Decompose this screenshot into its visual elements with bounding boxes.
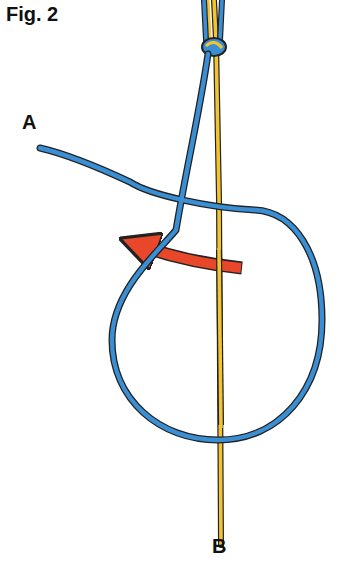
blue-cord xyxy=(40,54,322,440)
blue-top-strands xyxy=(202,0,226,56)
end-label: A xyxy=(22,112,36,132)
yellow-cord xyxy=(208,0,221,545)
yellow-cord-over xyxy=(219,248,221,428)
end-label: B xyxy=(212,536,226,556)
figure-number: Fig. 2 xyxy=(6,4,58,24)
